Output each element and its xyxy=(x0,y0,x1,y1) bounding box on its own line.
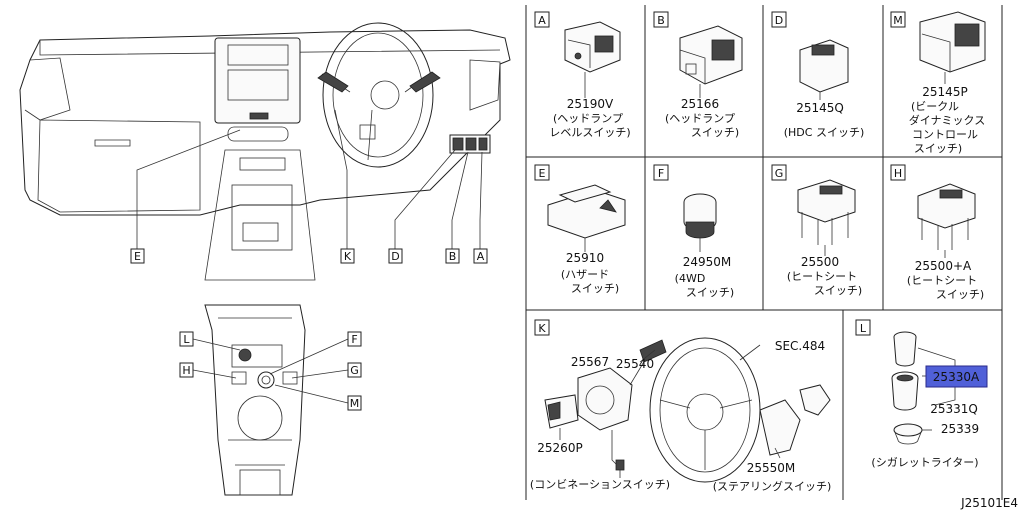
4wd-switch-knob-image xyxy=(683,193,717,252)
callout-E-label: E xyxy=(134,250,141,263)
panel-L[interactable]: L 25330A 25331Q 25339 (シガレットライター) xyxy=(855,319,988,469)
part-number-25500A: 25500+A xyxy=(915,259,972,273)
callout-F-label: F xyxy=(351,333,357,346)
panel-M-desc-2: ダイナミックス xyxy=(909,113,985,127)
callout-H-label: H xyxy=(182,364,190,377)
part-number-25910: 25910 xyxy=(566,251,604,265)
panel-grid-lines xyxy=(525,5,1003,500)
vehicle-dynamics-control-switch-image xyxy=(919,11,986,84)
heated-seat-switch-image xyxy=(797,179,856,256)
part-number-25145P: 25145P xyxy=(922,85,967,99)
panel-K-letter: K xyxy=(538,322,546,335)
part-number-25500: 25500 xyxy=(801,255,839,269)
section-reference-484: SEC.484 xyxy=(775,339,825,353)
callout-K-label: K xyxy=(344,250,352,263)
part-number-25550M: 25550M xyxy=(747,461,796,475)
panel-G-letter: G xyxy=(775,167,784,180)
panel-K[interactable]: K 25540 25567 25260P SEC.484 25550M xyxy=(530,319,832,493)
callout-K[interactable]: K xyxy=(340,248,355,264)
callout-B-label: B xyxy=(449,250,457,263)
hazard-switch-image xyxy=(547,184,626,252)
callout-A[interactable]: A xyxy=(473,248,488,264)
panel-A-letter: A xyxy=(538,14,546,27)
part-number-25540: 25540 xyxy=(616,357,654,371)
panel-G-desc-2: スイッチ) xyxy=(814,284,862,297)
center-console-drawing xyxy=(204,304,306,496)
callout-F[interactable]: F xyxy=(347,331,362,347)
callout-L[interactable]: L xyxy=(179,331,194,347)
panel-L-letter: L xyxy=(860,322,867,335)
panel-A-desc-2: レベルスイッチ) xyxy=(549,126,630,139)
steering-wheel-image xyxy=(649,337,831,483)
cigarette-lighter-caption: (シガレットライター) xyxy=(871,456,978,469)
part-number-25190V: 25190V xyxy=(567,97,614,111)
cigarette-lighter-image xyxy=(891,331,923,445)
panel-F-desc-2: スイッチ) xyxy=(686,286,734,299)
panel-H[interactable]: H 25500+A (ヒートシート スイッチ) xyxy=(890,164,984,301)
steering-switch-caption: (ステアリングスイッチ) xyxy=(713,479,832,493)
part-number-25339: 25339 xyxy=(941,422,979,436)
panel-F-letter: F xyxy=(658,167,664,180)
panel-B-letter: B xyxy=(657,14,665,27)
panel-M[interactable]: M 25145P (ビークル ダイナミックス コントロール スイッチ) xyxy=(890,11,986,155)
panel-M-desc-3: コントロール xyxy=(912,128,978,141)
heated-seat-switch-alt-image xyxy=(917,183,976,258)
part-number-25260P: 25260P xyxy=(537,441,582,455)
part-number-25567: 25567 xyxy=(571,355,609,369)
callout-G-label: G xyxy=(350,364,359,377)
panel-D[interactable]: D 25145Q (HDC スイッチ) xyxy=(771,11,865,139)
highlighted-part-box xyxy=(925,365,988,388)
hdc-switch-image xyxy=(799,39,849,100)
panel-E-desc-1: (ハザード xyxy=(561,268,609,281)
panel-H-desc-2: スイッチ) xyxy=(936,288,984,301)
panel-M-desc-1: (ビークル xyxy=(911,100,959,113)
panel-D-letter: D xyxy=(775,14,783,27)
panel-M-letter: M xyxy=(893,14,903,27)
panel-E-desc-2: スイッチ) xyxy=(571,282,619,295)
panel-G[interactable]: G 25500 (ヒートシート スイッチ) xyxy=(771,164,862,297)
panel-F[interactable]: F 24950M (4WD スイッチ) xyxy=(653,164,734,299)
panel-M-desc-4: スイッチ) xyxy=(914,142,962,155)
console-leaders xyxy=(192,338,349,404)
diagram-code: J25101E4 xyxy=(960,496,1018,510)
panel-E[interactable]: E 25910 (ハザード スイッチ) xyxy=(534,164,626,295)
dashboard-overview-drawing xyxy=(19,22,511,281)
callout-G[interactable]: G xyxy=(347,362,362,378)
part-number-25331Q: 25331Q xyxy=(930,402,978,416)
part-number-25330A[interactable]: 25330A xyxy=(933,370,980,384)
part-number-24950M: 24950M xyxy=(683,255,732,269)
part-number-25145Q: 25145Q xyxy=(796,101,844,115)
callout-D-label: D xyxy=(391,250,399,263)
panel-H-letter: H xyxy=(894,167,902,180)
part-number-25166: 25166 xyxy=(681,97,719,111)
headlamp-switch-image xyxy=(679,25,743,98)
callout-B[interactable]: B xyxy=(445,248,460,264)
panel-B-desc-1: (ヘッドランプ xyxy=(665,112,735,125)
panel-B-desc-2: スイッチ) xyxy=(691,126,739,139)
headlamp-leveling-switch-image xyxy=(564,21,621,98)
panel-D-desc-1: (HDC スイッチ) xyxy=(784,126,865,139)
callout-L-label: L xyxy=(183,333,190,346)
panel-G-desc-1: (ヒートシート xyxy=(787,270,857,283)
panel-F-desc-1: (4WD xyxy=(675,272,706,285)
panel-A-desc-1: (ヘッドランプ xyxy=(553,112,623,125)
callout-E[interactable]: E xyxy=(130,248,145,264)
callout-M-label: M xyxy=(350,397,360,410)
panel-A[interactable]: A 25190V (ヘッドランプ レベルスイッチ) xyxy=(534,11,631,139)
callout-H[interactable]: H xyxy=(179,362,194,378)
callout-D[interactable]: D xyxy=(388,248,403,264)
callout-M[interactable]: M xyxy=(347,395,362,411)
panel-B[interactable]: B 25166 (ヘッドランプ スイッチ) xyxy=(653,11,743,139)
combination-switch-caption: (コンビネーションスイッチ) xyxy=(530,478,670,491)
panel-H-desc-1: (ヒートシート xyxy=(907,274,977,287)
panel-E-letter: E xyxy=(539,167,546,180)
overview-leaders xyxy=(136,109,483,249)
callout-A-label: A xyxy=(477,250,485,263)
